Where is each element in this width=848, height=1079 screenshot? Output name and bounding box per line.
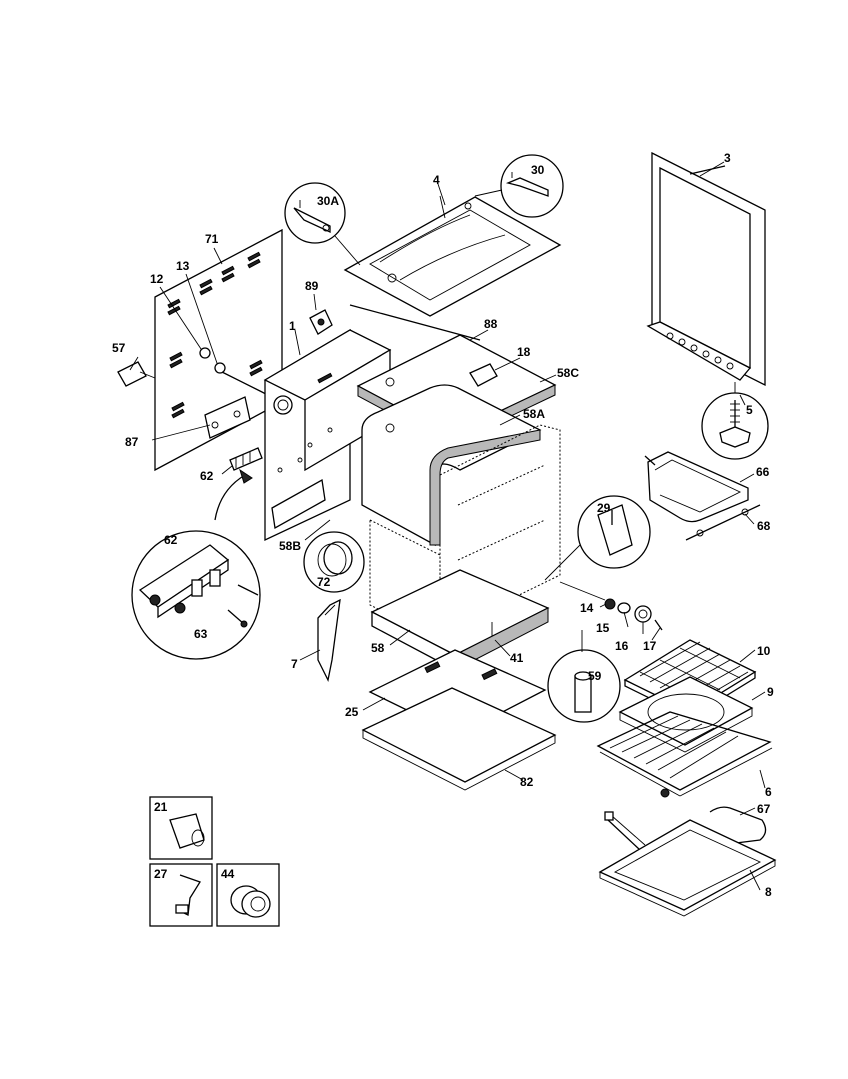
label-72: 72	[317, 575, 331, 589]
label-4: 4	[433, 173, 440, 187]
label-82: 82	[520, 775, 534, 789]
label-25: 25	[345, 705, 359, 719]
part-3-back-panel	[646, 151, 766, 387]
label-3: 3	[724, 151, 731, 165]
part-57-plate	[117, 361, 156, 387]
label-13: 13	[176, 259, 190, 273]
label-58: 58	[371, 641, 385, 655]
label-58A: 58A	[523, 407, 545, 421]
label-63: 63	[194, 627, 208, 641]
part-89-bracket	[309, 309, 333, 335]
part-59-socket-circle	[547, 630, 621, 723]
part-44-box	[216, 863, 280, 927]
label-17: 17	[643, 639, 657, 653]
label-21: 21	[154, 800, 168, 814]
label-29: 29	[597, 501, 611, 515]
label-57: 57	[112, 341, 126, 355]
label-30: 30	[531, 163, 545, 177]
label-14: 14	[580, 601, 594, 615]
part-21-box	[149, 796, 213, 860]
part-66-68-bake-element	[644, 451, 761, 541]
label-10: 10	[757, 644, 771, 658]
part-72-knob-circle	[303, 531, 365, 593]
part-58B-leader	[304, 519, 331, 541]
label-67: 67	[757, 802, 771, 816]
label-59: 59	[588, 669, 602, 683]
label-18: 18	[517, 345, 531, 359]
label-30A: 30A	[317, 194, 339, 208]
label-5: 5	[746, 403, 753, 417]
label-89: 89	[305, 279, 319, 293]
part-58A-oven-wrap	[361, 384, 542, 547]
leader-lines	[129, 161, 766, 891]
label-9: 9	[767, 685, 774, 699]
label-88: 88	[484, 317, 498, 331]
label-71: 71	[205, 232, 219, 246]
oven-liner-dashed	[369, 424, 561, 641]
label-58B: 58B	[279, 539, 301, 553]
part-29-clip-circle	[544, 495, 651, 581]
part-30-bracket-circle	[474, 154, 564, 218]
label-68: 68	[757, 519, 771, 533]
label-41: 41	[510, 651, 524, 665]
part-6-oven-rack	[596, 711, 773, 798]
label-87: 87	[125, 435, 139, 449]
label-1: 1	[289, 319, 296, 333]
label-8: 8	[765, 885, 772, 899]
part-4-top-cover	[343, 195, 562, 317]
part-14-17-knob-parts	[559, 581, 663, 631]
label-62-top: 62	[200, 469, 214, 483]
label-16: 16	[615, 639, 629, 653]
part-8-drip-pan	[598, 819, 777, 917]
part-7-door-hinge	[299, 598, 341, 682]
part-62-terminal-block	[214, 447, 263, 521]
label-6: 6	[765, 785, 772, 799]
label-15: 15	[596, 621, 610, 635]
part-71-side-panel	[154, 228, 283, 472]
label-58C: 58C	[557, 366, 579, 380]
label-7: 7	[291, 657, 298, 671]
part-62-63-detail-circle	[131, 530, 261, 660]
part-labels: 3 4 30 30A 71 12 13 89 1 88 18 58C 57 5 …	[112, 151, 774, 899]
part-30A-bracket-circle	[284, 182, 361, 266]
part-27-box	[149, 863, 213, 927]
label-12: 12	[150, 272, 164, 286]
part-82-bottom-tray	[361, 687, 557, 791]
label-66: 66	[756, 465, 770, 479]
label-27: 27	[154, 867, 168, 881]
part-5-leveling-leg	[701, 382, 769, 460]
label-62-circle: 62	[164, 533, 178, 547]
label-44: 44	[221, 867, 235, 881]
